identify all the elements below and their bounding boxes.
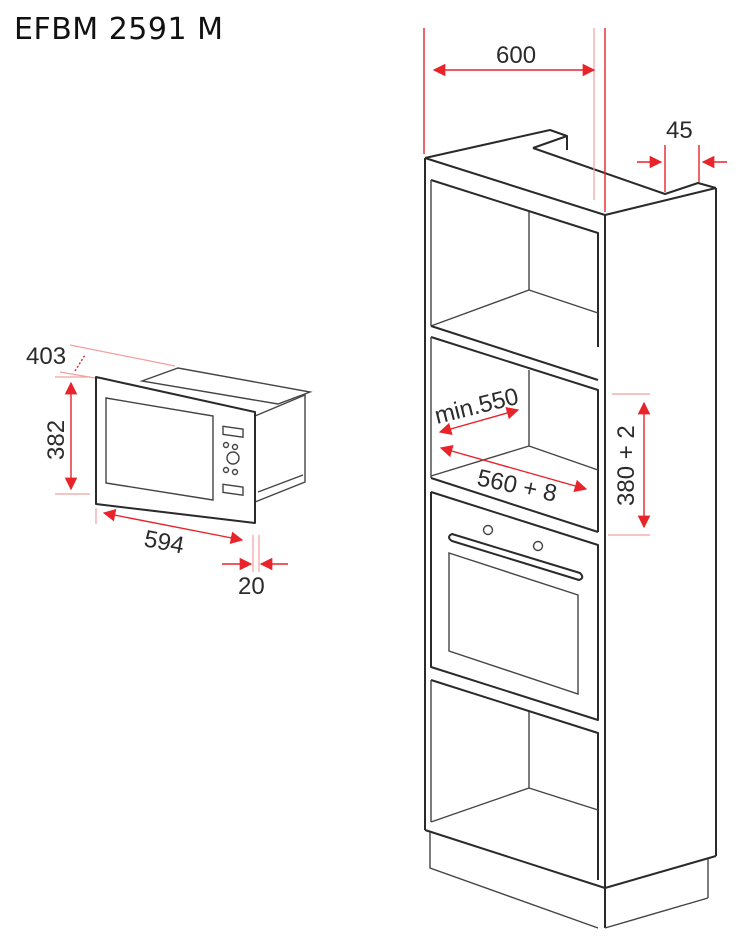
microwave-dimensions: 403 382 594 20 <box>26 343 288 600</box>
dim-niche-height-label: 380 + 2 <box>613 425 640 506</box>
dim-frame-label: 20 <box>238 573 265 600</box>
model-title: EFBM 2591 M <box>14 12 224 47</box>
microwave-drawing <box>95 367 313 524</box>
control-panel <box>222 425 244 496</box>
cabinet-dimensions: 600 45 min.550 560 + 8 380 + 2 <box>423 28 727 536</box>
dim-cabinet-width-label: 600 <box>496 42 536 69</box>
dim-width-label: 594 <box>142 525 186 559</box>
dim-depth-label: 403 <box>26 343 66 370</box>
dim-height-label: 382 <box>43 420 70 460</box>
dim-back-gap-label: 45 <box>666 117 693 144</box>
dim-niche-depth-label: min.550 <box>432 383 521 430</box>
oven <box>430 491 599 721</box>
cabinet-drawing <box>424 129 717 929</box>
dim-niche-width-label: 560 + 8 <box>475 464 560 507</box>
